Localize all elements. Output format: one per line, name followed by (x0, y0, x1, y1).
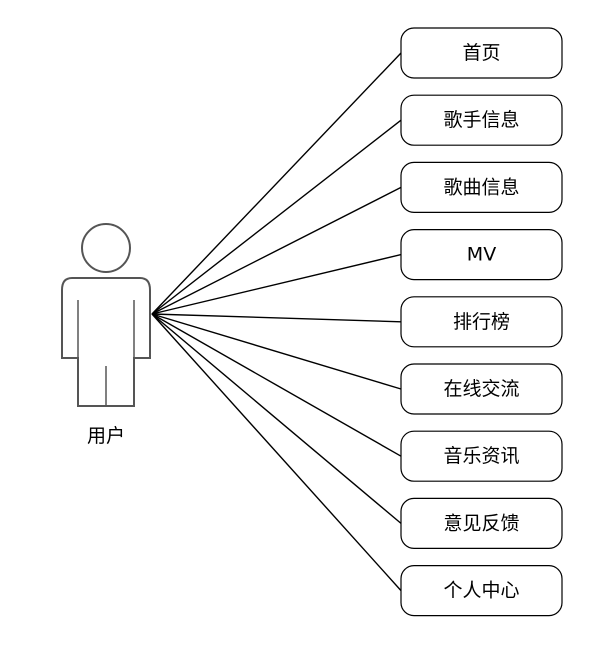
use-case-song-info: 歌曲信息 (400, 161, 563, 213)
connector-personal-center (151, 313, 402, 592)
connector-home (151, 52, 402, 315)
connector-lines (151, 52, 402, 592)
use-case-label: 意见反馈 (443, 512, 519, 534)
use-case-music-news: 音乐资讯 (400, 430, 563, 482)
use-case-label: 排行榜 (453, 311, 510, 333)
use-case-box (400, 94, 563, 146)
use-case-label: 音乐资讯 (443, 445, 519, 467)
connector-ranking (151, 313, 402, 323)
use-case-mv: MV (400, 229, 563, 281)
actor-label: 用户 (87, 425, 125, 447)
connector-song-info (151, 186, 402, 315)
use-case-ranking: 排行榜 (400, 296, 563, 348)
use-case-label: 歌手信息 (443, 109, 519, 131)
use-case-box (400, 296, 563, 348)
use-case-feedback: 意见反馈 (400, 497, 563, 549)
connector-feedback (151, 313, 402, 524)
use-case-label: 歌曲信息 (443, 176, 519, 198)
use-case-box (400, 564, 563, 617)
use-case-box (400, 229, 563, 281)
use-case-label: 个人中心 (443, 580, 519, 602)
actor-user: 用户 (61, 223, 151, 447)
use-case-singer-info: 歌手信息 (400, 94, 563, 146)
use-case-label: MV (467, 244, 496, 266)
connector-online-chat (151, 313, 402, 390)
use-case-box (400, 497, 563, 549)
use-case-label: 在线交流 (443, 378, 519, 400)
connector-mv (151, 253, 402, 315)
use-case-personal-center: 个人中心 (400, 564, 563, 617)
use-case-home: 首页 (400, 27, 563, 79)
use-case-box (400, 430, 563, 482)
person-icon (61, 223, 151, 407)
use-case-label: 首页 (462, 42, 500, 64)
connector-singer-info (151, 119, 402, 315)
use-case-online-chat: 在线交流 (400, 363, 563, 415)
use-case-box (400, 27, 563, 79)
connector-music-news (151, 313, 402, 457)
use-case-box (400, 363, 563, 415)
use-case-box (400, 161, 563, 213)
